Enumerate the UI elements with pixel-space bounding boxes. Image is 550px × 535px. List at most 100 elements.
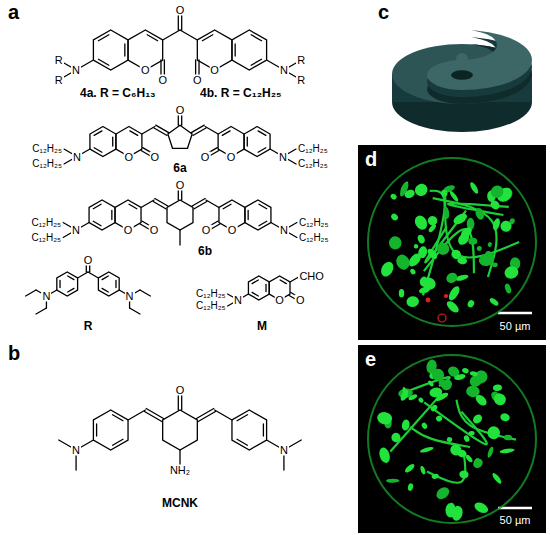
atom-label: O (175, 105, 186, 116)
ring (89, 200, 115, 230)
bond (251, 59, 261, 65)
bond (115, 280, 116, 287)
atom-label: N (71, 225, 81, 236)
bond (194, 201, 207, 209)
atom-label: O (227, 225, 238, 236)
atom-label: O (124, 151, 135, 162)
atom-label: O (175, 385, 186, 396)
confocal-image (358, 345, 546, 533)
atom-label: R (54, 55, 64, 66)
substituent-label: C₁₂H₂₅ (195, 301, 227, 311)
bond (156, 125, 169, 133)
confocal-image (358, 145, 546, 340)
substituent-label: C₁₂H₂₅ (30, 218, 62, 228)
bond (196, 409, 213, 419)
bond (258, 131, 266, 136)
bond (26, 290, 36, 296)
compound-label: 4b. R = C₁₂H₂₅ (200, 87, 281, 99)
bond (222, 131, 230, 136)
bond (147, 35, 157, 41)
bond (102, 276, 108, 280)
atom-label: N (71, 65, 81, 76)
compound-label: R (84, 320, 93, 332)
ring (93, 30, 128, 70)
bond (192, 199, 205, 207)
substituent-label: C₁₂H₂₅ (195, 289, 227, 299)
panel-letter: d (365, 149, 377, 169)
substituent-label: C₁₂H₂₅ (30, 233, 62, 243)
bond (68, 288, 74, 292)
bond (59, 280, 60, 287)
bond (93, 204, 101, 209)
bond (124, 44, 125, 56)
ring (168, 125, 192, 148)
substituent-label: C₁₂H₂₅ (31, 144, 63, 154)
bond (252, 280, 258, 284)
atom-label: O (175, 5, 186, 16)
atom-label: N (72, 151, 82, 162)
bond (280, 280, 286, 284)
bond (265, 284, 266, 291)
compound-label: M (257, 320, 267, 332)
panel-letter: e (365, 349, 376, 369)
bond (237, 439, 247, 445)
bond (88, 272, 98, 278)
atom-label: R (54, 75, 64, 86)
compound-label: MCNK (162, 497, 198, 509)
bond (263, 424, 264, 436)
bond (247, 137, 248, 146)
bond (258, 148, 266, 153)
atom-label: O (295, 295, 306, 306)
ring (232, 30, 267, 70)
bond (202, 35, 212, 41)
bond (128, 410, 145, 420)
bond (251, 35, 261, 41)
substituent-label: C₁₂H₂₅ (31, 159, 63, 169)
atom-label: N (278, 151, 288, 162)
atom-label: O (83, 255, 94, 266)
atom-label: O (201, 225, 212, 236)
scale-bar-label: 50 µm (500, 321, 531, 332)
ring (98, 272, 119, 296)
atom-label: N (233, 295, 243, 306)
ring (232, 410, 267, 450)
atom-label: O (123, 225, 134, 236)
scale-bar (498, 312, 532, 315)
atom-label: N (41, 291, 51, 302)
atom-label: O (140, 65, 151, 76)
ring (245, 200, 271, 230)
ring (93, 410, 128, 450)
bond (237, 415, 247, 421)
bond (140, 290, 150, 296)
compound-label: 4a. R = C₆H₁₃ (80, 87, 156, 99)
ring (57, 272, 78, 296)
atom-label: O (200, 151, 211, 162)
atom-label: O (192, 75, 203, 86)
atom-label: O (209, 65, 220, 76)
panel-letter: c (378, 2, 389, 22)
bond (259, 221, 267, 226)
atom-label: N (279, 65, 289, 76)
bond (215, 410, 232, 420)
bond (252, 292, 258, 296)
atom-label: O (157, 75, 168, 86)
bond (129, 204, 137, 209)
atom-label: O (274, 295, 285, 306)
bond (223, 204, 231, 209)
compound-label: 6b (198, 245, 212, 257)
bond (94, 131, 102, 136)
atom-label: N (71, 445, 81, 456)
scale-bar-label: 50 µm (500, 515, 531, 526)
substituent-label: C₁₂H₂₅ (297, 159, 329, 169)
bond (113, 439, 123, 445)
atom-label: R (296, 75, 306, 86)
atom-label: O (149, 225, 160, 236)
bond (112, 137, 113, 146)
atom-label: N (279, 225, 289, 236)
bond (163, 30, 180, 40)
bond (235, 44, 236, 56)
bond (205, 127, 218, 135)
bond (153, 201, 166, 209)
bond (68, 276, 74, 280)
cell-fluorescence (368, 355, 536, 523)
